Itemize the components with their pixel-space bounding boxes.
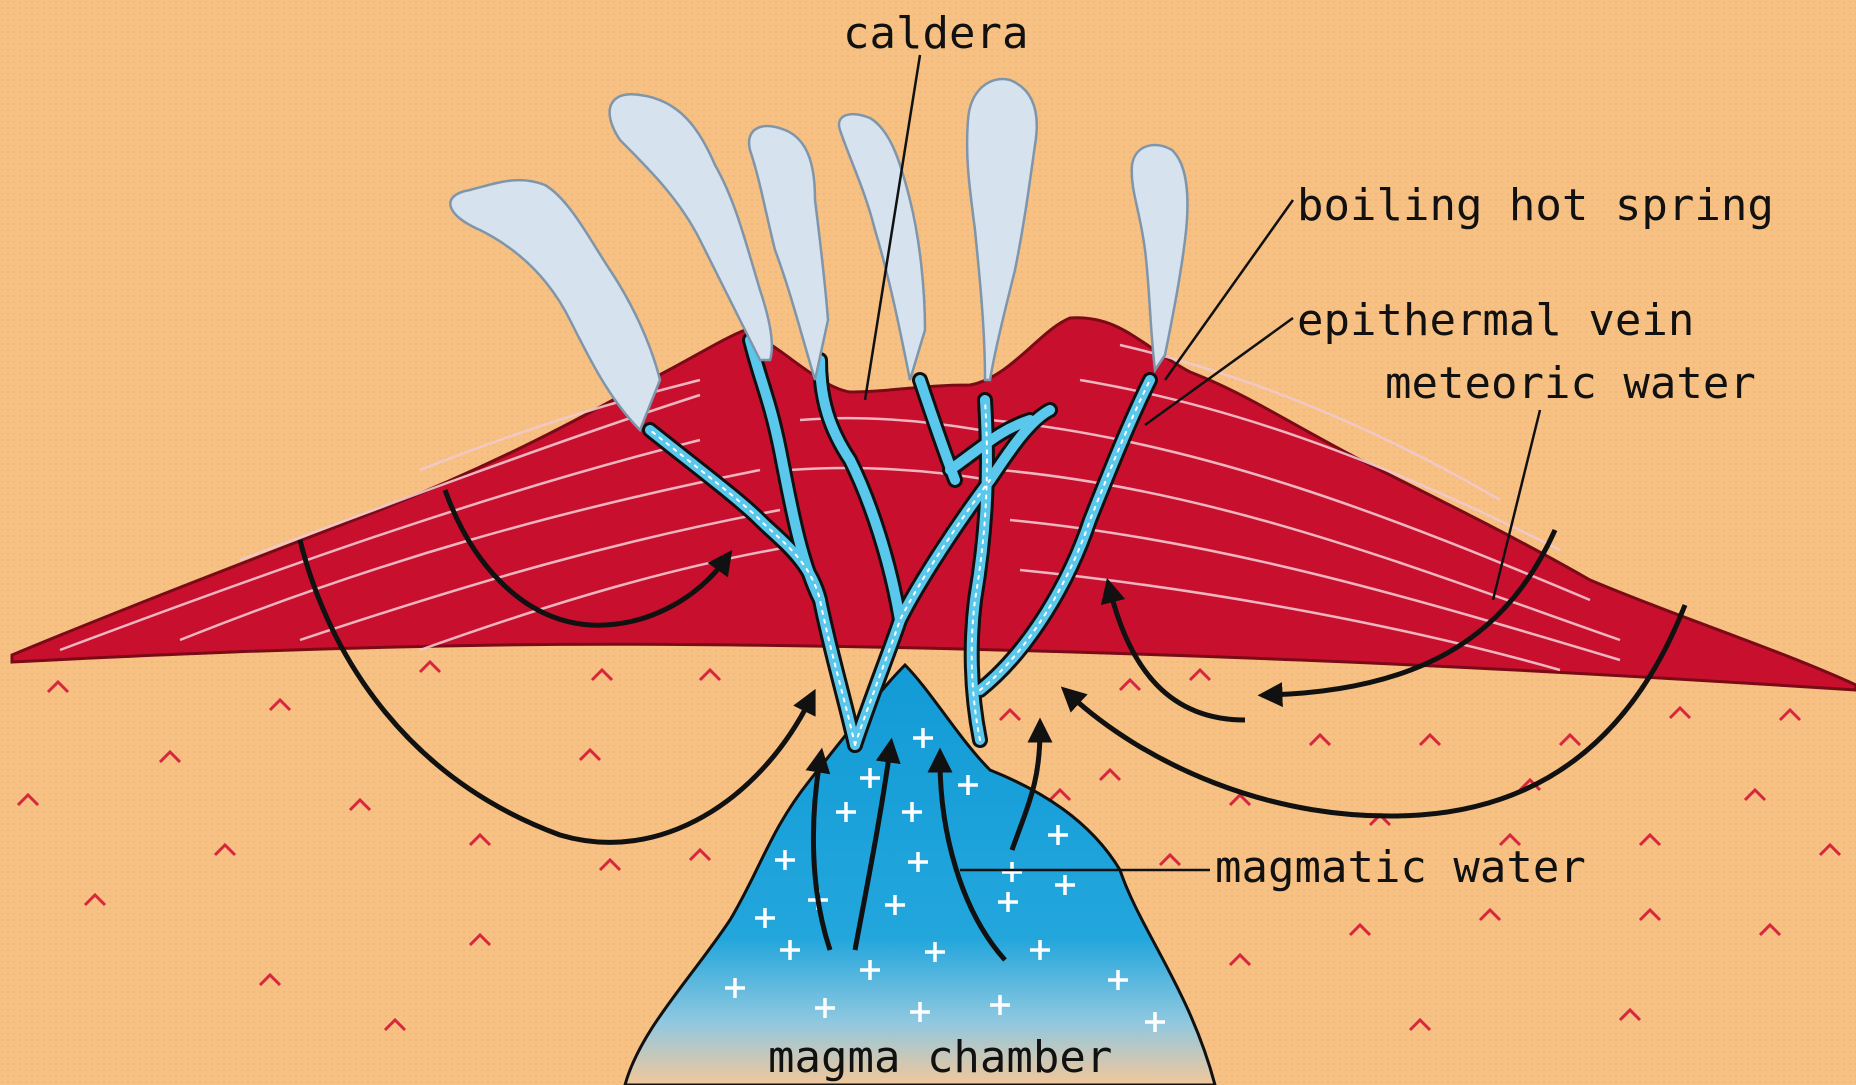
label-caldera: caldera <box>843 8 1028 59</box>
label-boiling-hot-spring: boiling hot spring <box>1297 180 1774 231</box>
label-magma-chamber: magma chamber <box>768 1032 1112 1083</box>
label-meteoric-water: meteoric water <box>1385 358 1756 409</box>
label-magmatic-water: magmatic water <box>1215 842 1586 893</box>
label-epithermal-vein: epithermal vein <box>1297 295 1694 346</box>
